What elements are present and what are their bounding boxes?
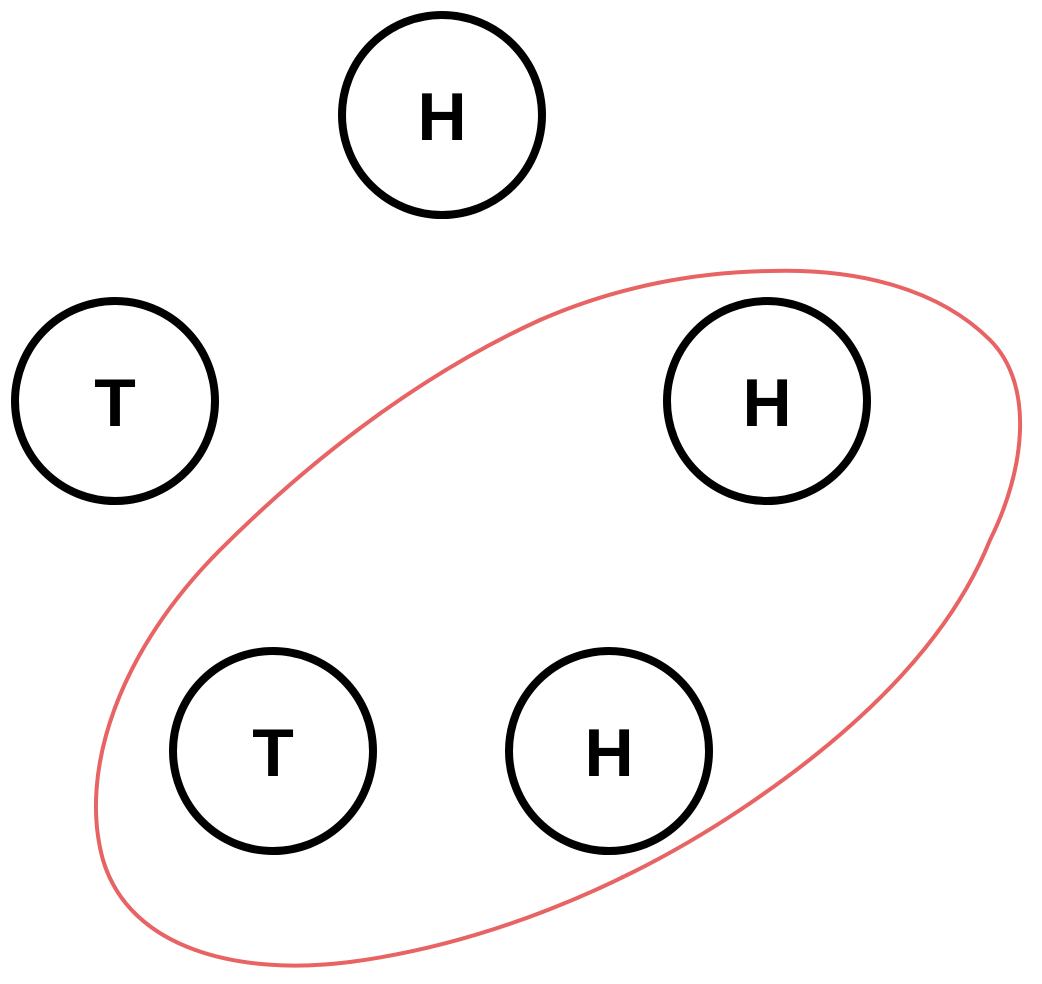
coin-5: H — [505, 647, 713, 855]
coin-2: T — [11, 297, 219, 505]
coin-circle — [505, 647, 713, 855]
coin-4: T — [169, 647, 377, 855]
coin-label: H — [742, 365, 791, 441]
coin-label: H — [584, 715, 633, 791]
coin-circle — [663, 297, 871, 505]
coin-circle — [338, 11, 546, 219]
coin-label: H — [417, 79, 466, 155]
coin-label: T — [94, 365, 136, 441]
coin-label: T — [252, 715, 294, 791]
coin-3: H — [663, 297, 871, 505]
coin-circle — [11, 297, 219, 505]
group-outline — [93, 268, 1022, 968]
coin-circle — [169, 647, 377, 855]
coin-1: H — [338, 11, 546, 219]
